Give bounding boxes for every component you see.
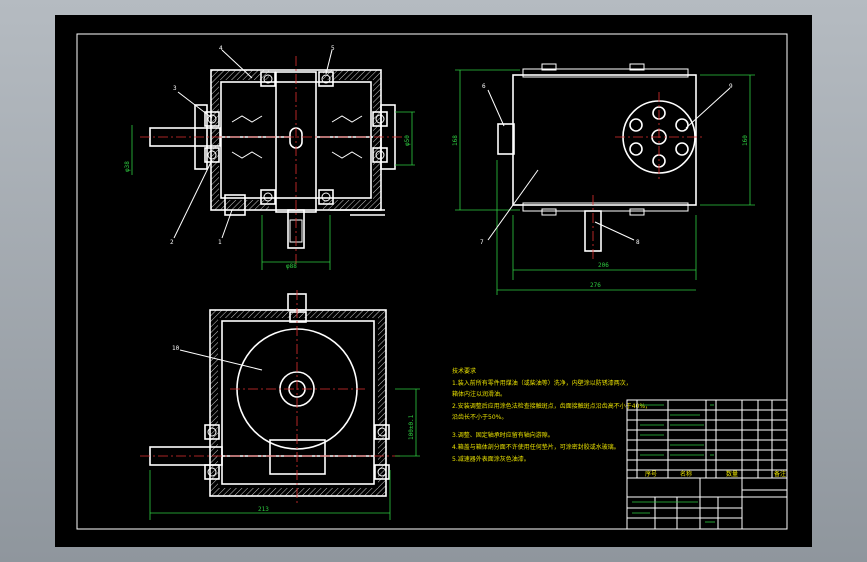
notes-title: 技术要求 <box>452 367 476 375</box>
balloon-3: 3 <box>173 85 177 92</box>
notes-line-6: 4.箱盖与箱体剖分面不许使用任何垫片，可涂密封胶或水玻璃。 <box>452 443 620 451</box>
front-section-view <box>131 49 415 270</box>
dim-top-right: 100±0.1 <box>408 414 415 440</box>
balloon-8: 8 <box>636 239 640 246</box>
notes-line-3: 2.安装调整后应用涂色法检查接触斑点，齿面接触斑点沿齿高不小于40%， <box>452 402 651 410</box>
balloon-5: 5 <box>331 45 335 52</box>
notes-line-7: 5.减速器外表面涂灰色油漆。 <box>452 455 530 463</box>
balloon-6: 6 <box>482 83 486 90</box>
balloon-1: 1 <box>218 239 222 246</box>
dim-front-right: φ50 <box>404 135 411 146</box>
tb-header-no: 序号 <box>645 470 657 478</box>
dim-side-height: 168 <box>452 135 459 146</box>
side-view <box>455 63 755 295</box>
notes-line-2: 箱体内注以润滑油。 <box>452 390 506 398</box>
balloon-9: 9 <box>729 83 733 90</box>
balloon-10: 10 <box>172 345 180 352</box>
notes-line-4: 沿齿长不小于50%。 <box>452 413 507 421</box>
dim-top-width: 213 <box>258 506 269 513</box>
tb-header-note: 备注 <box>774 470 786 478</box>
dim-side-height-right: 160 <box>742 135 749 146</box>
drawing-sheet <box>55 15 812 547</box>
dim-side-total: 276 <box>590 282 601 289</box>
balloon-4: 4 <box>219 45 223 52</box>
balloon-2: 2 <box>170 239 174 246</box>
dim-front-bottom: φ88 <box>286 263 297 270</box>
title-block <box>626 399 788 530</box>
drawing-frame <box>76 33 788 530</box>
tb-header-qty: 数量 <box>726 470 738 478</box>
top-section-view <box>140 290 420 520</box>
tb-header-name: 名称 <box>680 470 692 478</box>
technical-notes: 技术要求 1.装入前所有零件用煤油（或柴油等）洗净，内壁涂以防锈漆两次， 箱体内… <box>452 367 651 463</box>
balloon-7: 7 <box>480 239 484 246</box>
notes-line-5: 3.调整、固定轴承时应留有轴向游隙。 <box>452 431 554 439</box>
dim-front-left: φ38 <box>124 161 131 172</box>
notes-line-1: 1.装入前所有零件用煤油（或柴油等）洗净，内壁涂以防锈漆两次， <box>452 379 632 387</box>
dim-side-inner: 206 <box>598 262 609 269</box>
